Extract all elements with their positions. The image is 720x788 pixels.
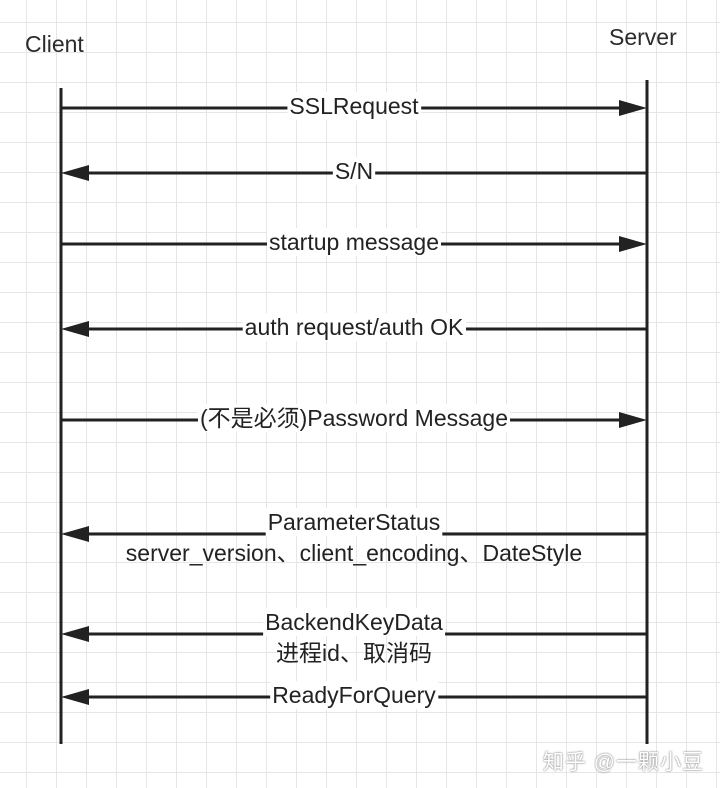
- arrowhead-ssl-request: [619, 100, 647, 116]
- arrowhead-password-message: [619, 412, 647, 428]
- client-label: Client: [25, 31, 84, 57]
- arrowhead-ready-for-query: [61, 689, 89, 705]
- arrowhead-startup-message: [619, 236, 647, 252]
- watermark: 知乎 @一颗小豆: [542, 751, 704, 774]
- label-backend-key-data-line-2: 进程id、取消码: [276, 640, 432, 666]
- label-background-ssl-request: [287, 92, 422, 121]
- server-label: Server: [609, 24, 677, 50]
- arrowhead-s-n: [61, 165, 89, 181]
- label-ssl-request: SSLRequest: [289, 93, 419, 119]
- label-parameter-status-line-1: ParameterStatus: [268, 509, 441, 535]
- label-background-ready-for-query: [270, 681, 439, 710]
- label-startup-message: startup message: [269, 229, 439, 255]
- label-background-startup-message: [266, 228, 442, 257]
- label-background-backend-key-data: [263, 608, 446, 637]
- label-backend-key-data-line-1: BackendKeyData: [265, 609, 443, 635]
- label-background-password-message: [197, 404, 511, 433]
- label-s-n: S/N: [335, 158, 373, 184]
- label-auth: auth request/auth OK: [245, 314, 464, 340]
- label-password-message: (不是必须)Password Message: [200, 405, 508, 431]
- label-background-auth: [242, 313, 466, 342]
- label-ready-for-query: ReadyForQuery: [272, 682, 436, 708]
- arrowhead-parameter-status: [61, 526, 89, 542]
- label-background-s-n: [332, 157, 376, 186]
- arrowhead-auth: [61, 321, 89, 337]
- label-background-parameter-status: [265, 508, 443, 537]
- label-parameter-status-line-2: server_version、client_encoding、DateStyle: [126, 540, 582, 566]
- arrowhead-backend-key-data: [61, 626, 89, 642]
